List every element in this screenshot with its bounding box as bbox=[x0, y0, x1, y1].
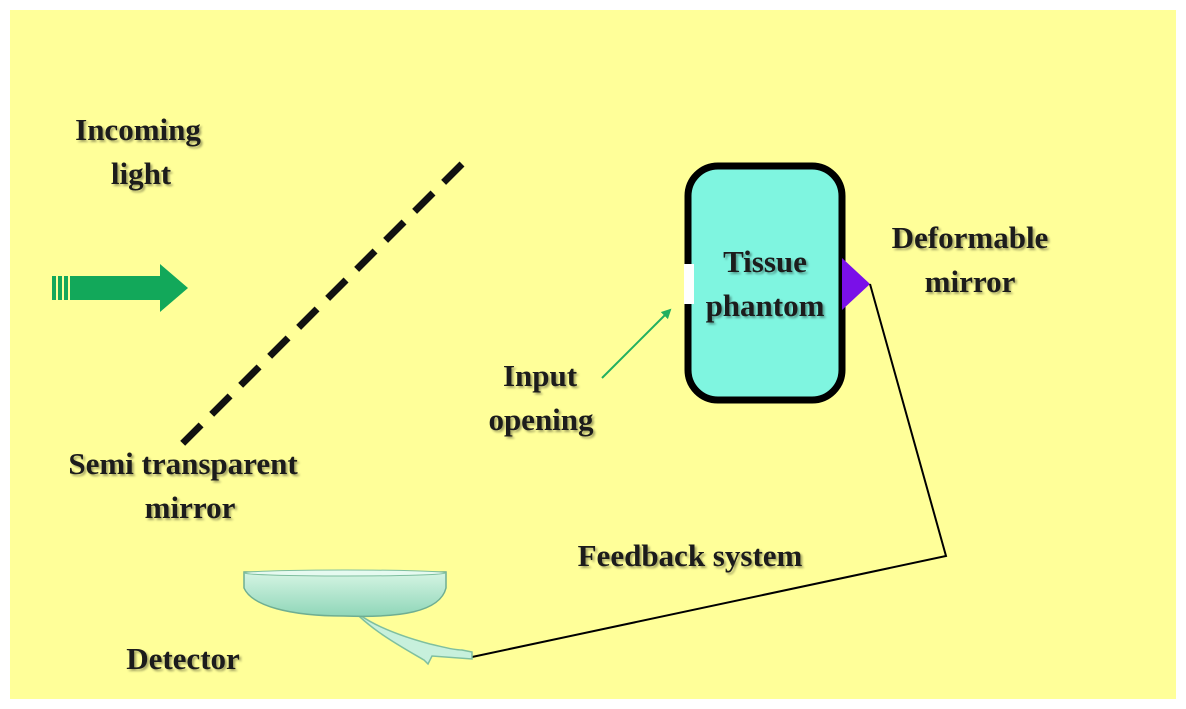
input-opening-label-line2: opening bbox=[488, 402, 594, 437]
detector-label: Detector bbox=[126, 641, 240, 676]
input-opening-gap bbox=[684, 264, 694, 304]
tissue-phantom-box bbox=[684, 162, 846, 404]
tissue-phantom-label-line1: Tissue bbox=[723, 244, 807, 279]
deformable-mirror-label-line2: mirror bbox=[925, 264, 1016, 299]
input-opening-pointer bbox=[601, 308, 672, 379]
semi-transparent-mirror-label-line1: Semi transparent bbox=[68, 446, 298, 481]
incoming-light-label-line1: Incoming bbox=[75, 112, 201, 147]
semi-transparent-mirror bbox=[175, 161, 465, 451]
incoming-light-arrow bbox=[52, 264, 188, 312]
semi-transparent-mirror-label-line2: mirror bbox=[145, 490, 236, 525]
labels-group: Incoming light Semi transparent mirror I… bbox=[68, 112, 1048, 676]
detector-shape bbox=[243, 569, 473, 666]
tissue-phantom-label-line2: phantom bbox=[706, 288, 825, 323]
incoming-light-label-line2: light bbox=[111, 156, 172, 191]
deformable-mirror-shape bbox=[842, 258, 870, 310]
deformable-mirror-label-line1: Deformable bbox=[892, 220, 1049, 255]
feedback-system-label: Feedback system bbox=[578, 538, 803, 573]
diagram-background bbox=[10, 10, 1176, 699]
feedback-system-line bbox=[471, 283, 948, 658]
input-opening-label-line1: Input bbox=[503, 358, 578, 393]
